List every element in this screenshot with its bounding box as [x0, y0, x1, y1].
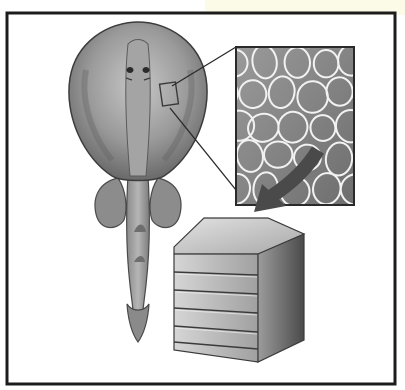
tissue-cell — [354, 141, 385, 172]
stacked-layers-icon — [174, 218, 304, 362]
left-eye — [127, 67, 134, 73]
caudal-fin — [127, 304, 149, 342]
stack-side-face — [258, 234, 304, 362]
tissue-cell — [356, 19, 382, 49]
left-pelvic-fin — [95, 178, 126, 228]
right-pelvic-fin — [150, 178, 181, 228]
tissue-cell — [265, 20, 294, 46]
right-eye — [143, 67, 150, 73]
tissue-cell — [235, 13, 267, 45]
cell-mesh-icon — [187, 9, 386, 239]
tissue-cell — [351, 79, 386, 113]
tissue-cell — [188, 170, 219, 203]
tissue-cell — [296, 17, 321, 47]
ray-body-ridge — [126, 40, 150, 177]
tissue-cell — [322, 205, 353, 236]
ray-tail — [127, 175, 150, 318]
tissue-cell — [210, 78, 238, 108]
tissue-cell — [209, 17, 234, 45]
tissue-cell — [205, 138, 237, 173]
tissue-cell — [354, 203, 383, 232]
